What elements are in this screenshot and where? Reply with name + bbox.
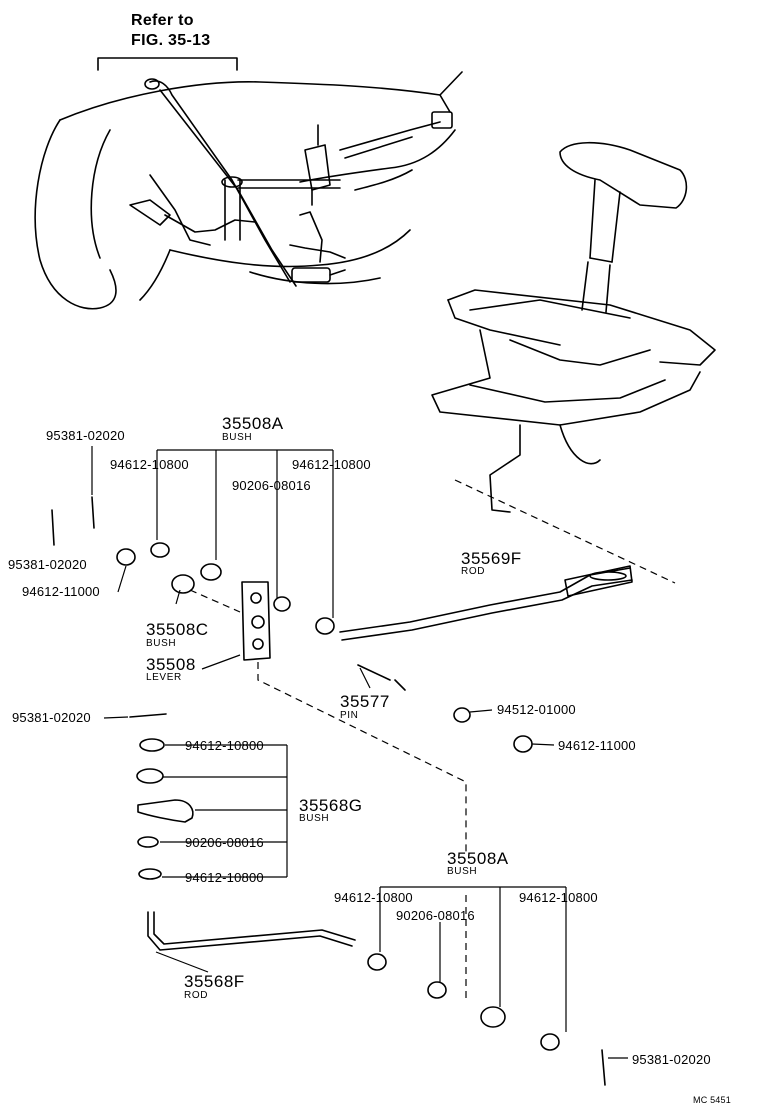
reference-line-1: Refer to: [131, 12, 194, 29]
rod-35568F: [147, 911, 356, 951]
part-name-rod-35568F: ROD: [184, 990, 209, 1001]
part-number-35508A-bottom: 35508A: [447, 849, 509, 868]
dashed-guide-lever: [257, 662, 467, 852]
cotter-pin-horizontal: [129, 713, 167, 718]
part-name-rod-35569F: ROD: [461, 566, 486, 577]
part-number-35508: 35508: [146, 655, 196, 674]
callout-90206-08016-top: 90206-08016: [232, 478, 311, 493]
part-number-35568G: 35568G: [299, 796, 363, 815]
leader-lever: [201, 654, 241, 670]
part-number-35508A-top: 35508A: [222, 414, 284, 433]
dashed-guide-rod: [454, 479, 676, 584]
reference-bracket: [97, 57, 238, 71]
callout-94612-11000-left: 94612-11000: [22, 584, 100, 599]
part-name-bush-bottom: BUSH: [447, 866, 478, 877]
callout-94612-10800-bottom-left: 94612-10800: [334, 890, 413, 905]
callout-95381-02020-top: 95381-02020: [46, 428, 125, 443]
part-name-bush-35568G: BUSH: [299, 813, 330, 824]
shift-console: [431, 141, 716, 513]
part-name-bush-35508C: BUSH: [146, 638, 177, 649]
callout-95381-02020-bottom: 95381-02020: [632, 1052, 711, 1067]
leader-94512: [469, 709, 493, 713]
leader-bush-bottom: [379, 886, 567, 1032]
leader-94612-11000: [117, 565, 127, 593]
part-number-35508C: 35508C: [146, 620, 209, 639]
part-number-35568F: 35568F: [184, 972, 245, 991]
diagram-code: MC 5451: [693, 1095, 731, 1105]
callout-90206-08016-bottom: 90206-08016: [396, 908, 475, 923]
callout-94512-01000: 94512-01000: [497, 702, 576, 717]
leader-bush-top: [156, 449, 334, 618]
callout-94612-10800-bottom-right: 94612-10800: [519, 890, 598, 905]
lever-assembly: [51, 496, 335, 661]
part-name-pin: PIN: [340, 710, 359, 721]
washer-94612-right: [513, 735, 533, 753]
leader-cotter: [103, 716, 129, 719]
part-number-35577: 35577: [340, 692, 390, 711]
top-linkage: [129, 78, 453, 287]
nut-94512: [453, 707, 471, 723]
leader-pin: [359, 667, 371, 689]
transmission-housing: [34, 71, 463, 310]
callout-94612-10800-top-right: 94612-10800: [292, 457, 371, 472]
callout-94612-10800-stack-2: 94612-10800: [185, 870, 264, 885]
leader-35508C: [175, 589, 181, 605]
callout-90206-08016-stack: 90206-08016: [185, 835, 264, 850]
bush-stack-35568G: [136, 738, 194, 880]
leader-35568G: [160, 744, 288, 878]
callout-94612-11000-right: 94612-11000: [558, 738, 636, 753]
callout-95381-02020-left: 95381-02020: [8, 557, 87, 572]
part-name-bush-top: BUSH: [222, 432, 253, 443]
callout-94612-10800-top-left: 94612-10800: [110, 457, 189, 472]
reference-line-2: FIG. 35-13: [131, 32, 211, 49]
dashed-guide-left: [189, 589, 241, 613]
callout-94612-10800-stack-1: 94612-10800: [185, 738, 264, 753]
lower-bushes: [367, 953, 606, 1086]
leader-35568F: [155, 951, 209, 973]
callout-95381-02020-middle: 95381-02020: [12, 710, 91, 725]
part-number-35569F: 35569F: [461, 549, 522, 568]
part-name-lever: LEVER: [146, 672, 182, 683]
leader-94612-right: [531, 743, 555, 746]
rod-35569F: [339, 565, 633, 691]
